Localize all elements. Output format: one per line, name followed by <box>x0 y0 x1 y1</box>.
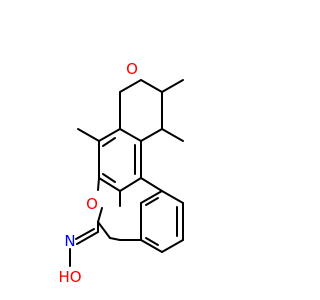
furan-oxygen-symbol: O <box>126 60 138 78</box>
oxime-nitrogen-symbol: N <box>64 232 76 250</box>
pyran-oxygen-symbol: O <box>86 195 98 213</box>
oxime-group <box>69 228 99 267</box>
pyran-oxygen-label: O <box>84 195 100 214</box>
pyran-ring <box>97 177 163 241</box>
hydroxyl-symbol: HO <box>58 268 82 286</box>
molecule-drawing <box>69 79 184 267</box>
methyl-groups <box>77 79 184 142</box>
oxime-nitrogen-label: N <box>62 232 78 251</box>
hydroxyl-label: HO <box>50 268 90 287</box>
structure-canvas: O O N HO <box>50 60 184 287</box>
benzene-ring <box>140 190 184 253</box>
furan-ring <box>119 79 163 142</box>
furan-oxygen-label: O <box>124 60 140 79</box>
central-ring <box>97 128 142 192</box>
